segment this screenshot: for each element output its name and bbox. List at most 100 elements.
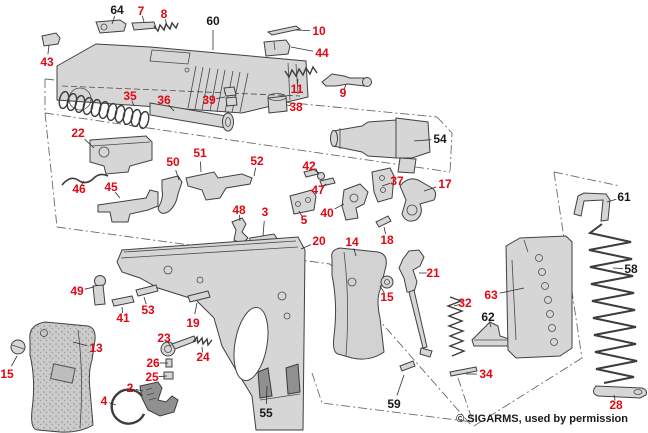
leader-line-63 bbox=[499, 287, 525, 294]
leader-line-19 bbox=[194, 302, 198, 315]
part-barrel bbox=[330, 117, 431, 174]
leader-line-13 bbox=[72, 341, 88, 347]
leader-line-15 bbox=[11, 355, 18, 367]
leader-line-14 bbox=[353, 248, 357, 257]
part-extractor bbox=[95, 19, 127, 34]
leader-line-43 bbox=[47, 44, 50, 55]
part-grip-left bbox=[29, 321, 96, 433]
leader-line-28 bbox=[613, 394, 616, 401]
part-bushing bbox=[267, 93, 288, 114]
part-breech-block bbox=[89, 135, 153, 175]
leader-line-9 bbox=[343, 83, 347, 90]
part-pin-59 bbox=[399, 360, 416, 372]
part-grip-screw-left bbox=[10, 339, 26, 355]
leader-line-20 bbox=[300, 244, 312, 250]
leader-line-38 bbox=[286, 104, 293, 107]
leader-line-58 bbox=[612, 267, 623, 269]
part-rear-sight-bar bbox=[266, 25, 302, 36]
part-takedown-lever bbox=[399, 178, 437, 222]
leader-line-5 bbox=[298, 210, 303, 217]
leader-line-61 bbox=[606, 198, 617, 203]
part-magazine-spring bbox=[587, 223, 638, 384]
part-trigger-bar bbox=[185, 171, 253, 201]
leader-line-49 bbox=[84, 286, 95, 290]
part-plate-5 bbox=[289, 189, 317, 215]
part-spring-seat bbox=[471, 321, 513, 347]
part-takedown-spring bbox=[61, 173, 109, 186]
leader-line-62 bbox=[488, 321, 492, 328]
leader-line-37 bbox=[381, 182, 391, 187]
part-guide-rod bbox=[149, 102, 234, 132]
leader-line-4 bbox=[109, 402, 117, 406]
leader-line-40 bbox=[334, 203, 345, 210]
part-magazine-body bbox=[505, 235, 573, 359]
leader-line-32 bbox=[453, 303, 461, 307]
leader-line-23 bbox=[166, 341, 172, 347]
leader-line-15 bbox=[379, 285, 385, 293]
leader-line-36 bbox=[168, 104, 175, 112]
part-trigger-secondary bbox=[157, 175, 183, 214]
part-extractor-spring bbox=[153, 21, 179, 33]
part-pin-42 bbox=[303, 168, 325, 180]
part-frame bbox=[116, 236, 306, 431]
part-safety-catch bbox=[223, 86, 238, 107]
leader-line-18 bbox=[383, 226, 387, 235]
leader-line-47 bbox=[321, 183, 327, 188]
leader-line-59 bbox=[396, 374, 405, 396]
part-extractor-pin bbox=[131, 21, 157, 31]
part-pin-19 bbox=[187, 290, 211, 303]
part-pin-41 bbox=[111, 295, 135, 307]
part-slide-release bbox=[92, 275, 106, 306]
leader-line-39 bbox=[216, 96, 226, 100]
leader-line-50 bbox=[175, 169, 180, 181]
part-ejector bbox=[231, 217, 249, 245]
leader-line-45 bbox=[114, 191, 121, 199]
part-recoil-spring bbox=[58, 90, 150, 130]
leader-line-44 bbox=[290, 46, 314, 52]
part-decocking-lever bbox=[321, 73, 372, 87]
leader-line-25 bbox=[158, 375, 168, 377]
leader-line-41 bbox=[121, 306, 123, 314]
leader-line-22 bbox=[84, 138, 95, 149]
part-firing-pin-spring bbox=[284, 65, 318, 79]
leader-lines bbox=[11, 15, 623, 406]
part-slide-stop bbox=[160, 335, 197, 357]
leader-line-42 bbox=[313, 168, 320, 174]
part-grip-right bbox=[331, 247, 387, 360]
leader-line-52 bbox=[253, 167, 257, 177]
leader-line-11 bbox=[297, 78, 299, 85]
leader-line-2 bbox=[135, 388, 144, 392]
leader-line-54 bbox=[413, 139, 432, 142]
part-pin-25 bbox=[163, 371, 174, 380]
leader-line-17 bbox=[423, 186, 437, 192]
part-trigger bbox=[139, 381, 179, 417]
part-rear-sight bbox=[263, 39, 291, 57]
part-magazine-follower bbox=[573, 192, 611, 222]
part-grip-screw-right bbox=[380, 275, 394, 289]
part-pin-18 bbox=[375, 215, 392, 228]
part-slide-stop-spring bbox=[192, 335, 213, 347]
leader-line-8 bbox=[164, 19, 168, 27]
part-safety-lever-37 bbox=[371, 167, 395, 203]
leader-line-10 bbox=[295, 29, 311, 32]
part-front-sight bbox=[41, 32, 61, 47]
leader-line-48 bbox=[239, 214, 241, 222]
part-hammer-spring bbox=[445, 296, 466, 357]
part-hammer bbox=[398, 249, 433, 358]
part-trigger-spring-ring bbox=[110, 388, 146, 425]
leader-line-7 bbox=[141, 15, 145, 23]
part-pin-34 bbox=[449, 366, 478, 377]
leader-line-46 bbox=[80, 180, 85, 186]
leader-line-53 bbox=[143, 296, 147, 305]
leader-line-55 bbox=[265, 385, 268, 405]
copyright-text: © SIGARMS, used by permission bbox=[456, 413, 628, 425]
part-magazine-floorplate bbox=[593, 385, 647, 399]
part-sear-housing bbox=[341, 183, 369, 221]
part-pin-53 bbox=[135, 284, 159, 297]
leader-line-3 bbox=[262, 220, 265, 237]
leader-line-51 bbox=[200, 161, 202, 173]
leader-line-35 bbox=[131, 100, 135, 107]
part-locking-insert bbox=[97, 189, 159, 223]
